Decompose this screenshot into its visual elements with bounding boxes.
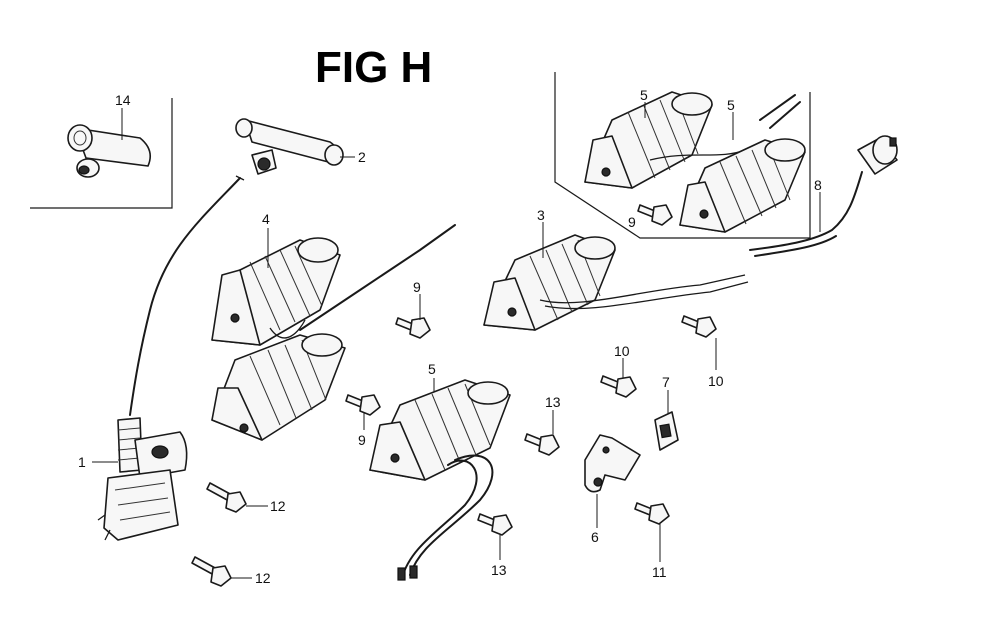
part-12-bolt-a [206, 482, 247, 513]
callout-9b: 9 [358, 432, 366, 448]
callout-12b: 12 [255, 570, 271, 586]
part-10-bolt-b [681, 315, 717, 338]
part-9-bolt-a [395, 317, 431, 339]
part-6-bracket [584, 434, 641, 493]
callout-13a: 13 [545, 394, 561, 410]
part-13-bolt-b [477, 513, 513, 536]
exciter-coil-lower [211, 333, 346, 441]
callout-9a: 9 [413, 279, 421, 295]
part-5-coil-a [584, 91, 746, 189]
part-5-coil-b [679, 94, 806, 233]
inset-frame-left [30, 98, 173, 209]
callout-2: 2 [358, 149, 366, 165]
part-3-exciter-coil [483, 234, 749, 331]
callout-14: 14 [115, 92, 131, 108]
callout-11: 11 [652, 564, 667, 580]
callout-7: 7 [662, 374, 670, 390]
part-12-bolt-b [191, 556, 232, 587]
part-10-bolt-a [600, 375, 637, 398]
callout-8: 8 [814, 177, 822, 193]
part-9-bolt-b [345, 394, 381, 416]
callout-10a: 10 [614, 343, 630, 359]
callout-4: 4 [262, 211, 270, 227]
callout-5b: 5 [727, 97, 735, 113]
part-14-plug-cap [67, 124, 151, 178]
part-13-bolt-a [524, 433, 560, 456]
callout-3: 3 [537, 207, 545, 223]
callout-5a: 5 [640, 87, 648, 103]
figure-title: FIG H [315, 43, 432, 92]
callout-13b: 13 [491, 562, 507, 578]
part-8-wire-harness [749, 135, 898, 257]
callout-1: 1 [78, 454, 86, 470]
part-6-exciter-coil [369, 379, 511, 581]
callout-6a: 6 [591, 529, 599, 545]
part-11-bolt [634, 502, 670, 525]
callout-10b: 10 [708, 373, 724, 389]
inset-frame-right [554, 72, 811, 239]
callout-5c: 5 [428, 361, 436, 377]
part-9-bolt-c [637, 204, 673, 226]
callout-12a: 12 [270, 498, 286, 514]
part-2-plug-cap [235, 118, 344, 175]
part-4-exciter-coil [211, 224, 456, 346]
part-7-plate [654, 411, 679, 451]
callout-9c: 9 [628, 214, 636, 230]
part-1-ignition-coil [97, 175, 245, 541]
